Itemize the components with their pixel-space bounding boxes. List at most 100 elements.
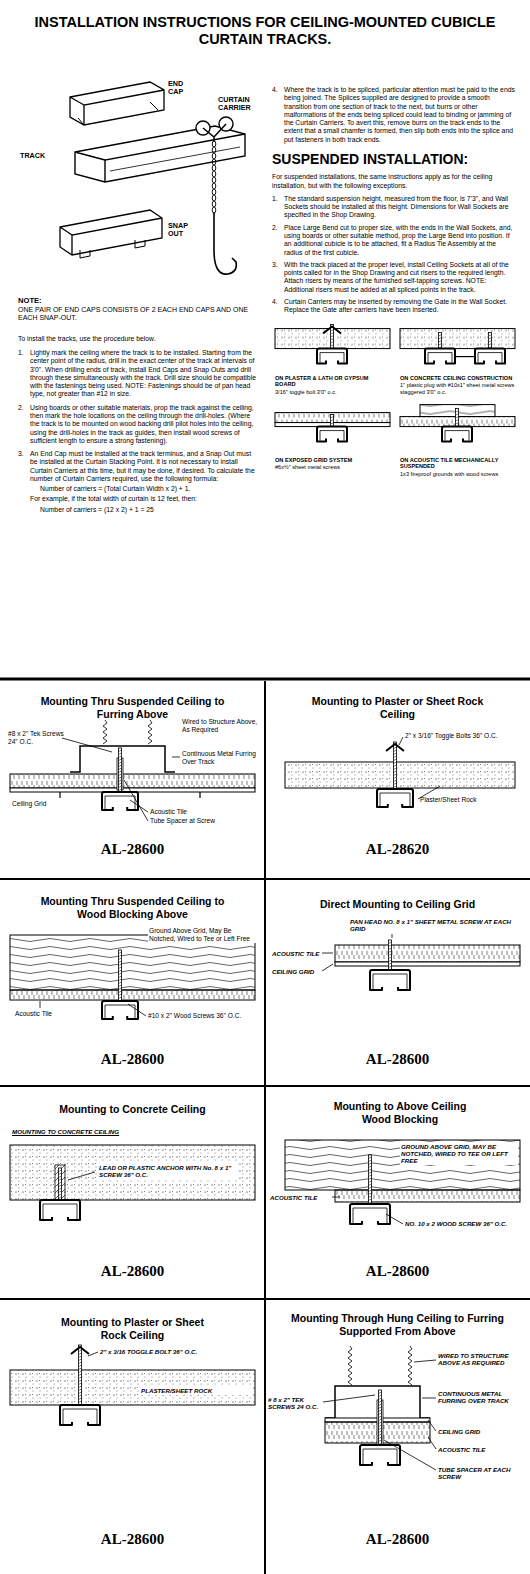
- part-number: AL-28600: [0, 1530, 265, 1548]
- instruction-text: Where the track is to be spliced, partic…: [284, 86, 516, 144]
- screw-thread: [394, 750, 397, 752]
- screw-thread: [331, 330, 334, 332]
- screw-thread: [394, 786, 397, 788]
- callout-label: MOUNTING TO CONCRETE CEILING: [12, 1128, 212, 1135]
- end-cap: [70, 82, 164, 125]
- panel-divider: [0, 1298, 530, 1300]
- callout-label: ACOUSTIC TILE: [272, 950, 332, 957]
- callout-label: Tube Spacer at Screw: [150, 817, 250, 825]
- screw-thread: [79, 1386, 82, 1388]
- track-profile: [425, 349, 455, 364]
- callout-label: 2" x 3/16 TOGGLE BOLT 36" O.C.: [100, 1348, 250, 1355]
- screw-thread: [394, 777, 397, 779]
- screw-thread: [119, 958, 122, 960]
- screw-thread: [394, 780, 397, 782]
- mounting-figures: [275, 325, 515, 442]
- concrete-ceiling: [400, 329, 515, 349]
- track-profile: [40, 1200, 80, 1220]
- callout-label: TUBE SPACER AT EACH SCREW: [438, 1466, 522, 1480]
- screw-thread: [119, 768, 122, 770]
- instruction-text: 4.: [272, 86, 284, 94]
- concrete-ceiling: [10, 1145, 255, 1200]
- panel-title: Mounting Through Hung Ceiling to Furring…: [285, 1312, 510, 1337]
- carrier-chain: [212, 159, 216, 165]
- snap-out-tab: [80, 240, 145, 258]
- part-number: AL-28600: [0, 840, 265, 858]
- leader-line: [428, 1437, 436, 1449]
- callout-label: # 8 x 2" TEK SCREWS 24 O.C.: [268, 1396, 323, 1410]
- screw-thread: [331, 342, 334, 344]
- callout-label: 2" x 3/16" Toggle Bolts 36" O.C.: [405, 732, 505, 740]
- screw-thread: [379, 1425, 382, 1427]
- carrier-stem: [203, 124, 226, 142]
- note-text: ONE PAIR OF END CAPS CONSISTS OF 2 EACH …: [18, 306, 258, 323]
- part-label: END CAP: [168, 80, 200, 96]
- screw-thread: [389, 957, 392, 959]
- figure-caption: ON ACOUSTIC TILE MECHANICALLY SUSPENDED: [400, 457, 515, 470]
- screw-thread: [59, 1194, 62, 1196]
- instruction-text: 1.: [18, 349, 30, 357]
- carrier-chain: [212, 153, 216, 159]
- part-number: AL-28600: [0, 1050, 265, 1068]
- screw-thread: [369, 1175, 372, 1177]
- track-slot: [110, 147, 240, 171]
- track-profile: [442, 427, 472, 442]
- part-number: AL-28600: [0, 1262, 265, 1280]
- carrier-chain: [212, 165, 216, 171]
- callout-label: LEAD OR PLASTIC ANCHOR WITH No. 8 x 1" S…: [98, 1163, 238, 1179]
- carrier-chain: [212, 177, 216, 183]
- instruction-text: Lightly mark the ceiling where the track…: [30, 349, 260, 399]
- callout-label: #10 x 2" Wood Screws 36" O.C.: [148, 1012, 258, 1020]
- instruction-text: 2.: [18, 404, 30, 412]
- track-run: [455, 356, 475, 357]
- screw-thread: [489, 344, 492, 346]
- callout-label: ACOUSTIC TILE: [270, 1194, 332, 1201]
- callout-label: Ground Above Grid, May Be Notched, Wired…: [148, 926, 258, 943]
- figure-note: 3/16" toggle bolt 3'0" o.c.: [275, 389, 390, 396]
- track-profile: [317, 349, 347, 364]
- screw-thread: [119, 783, 122, 785]
- carrier-chain: [212, 147, 216, 153]
- section-heading: SUSPENDED INSTALLATION:: [272, 152, 517, 167]
- leader-line: [68, 1172, 95, 1180]
- screw-thread: [79, 1374, 82, 1376]
- wood-blocking: [10, 935, 255, 990]
- callout-label: GROUND ABOVE GRID, MAY BE NOTCHED, WIRED…: [400, 1142, 518, 1165]
- screw-thread: [389, 954, 392, 956]
- toggle-wing: [71, 1347, 89, 1354]
- screw-thread: [369, 1193, 372, 1195]
- screw-thread: [119, 982, 122, 984]
- track-profile-inner: [373, 974, 407, 989]
- leader-line: [392, 934, 393, 938]
- panel-title: Mounting to Plaster or Sheet Rock Ceilin…: [50, 1316, 215, 1341]
- hanger-wire: [148, 720, 152, 744]
- panel-divider: [0, 1085, 530, 1087]
- screw-thread: [369, 1187, 372, 1189]
- screw-thread: [369, 1199, 372, 1201]
- part-label: CURTAIN CARRIER: [218, 96, 263, 112]
- screw-thread: [59, 1176, 62, 1178]
- screw-thread: [119, 753, 122, 755]
- screw-thread: [379, 1440, 382, 1442]
- screw-thread: [119, 756, 122, 758]
- callout-label: Plaster/Sheet Rock: [420, 796, 515, 804]
- screw-thread: [79, 1380, 82, 1382]
- callout-label: WIRED TO STRUCTURE ABOVE AS REQUIRED: [438, 1352, 522, 1366]
- carrier-chain: [212, 195, 216, 201]
- screw-thread: [79, 1356, 82, 1358]
- drawings: [0, 82, 530, 1574]
- screw-thread: [379, 1407, 382, 1409]
- screw-thread: [379, 1404, 382, 1406]
- track-profile: [377, 789, 413, 807]
- screw-thread: [119, 985, 122, 987]
- screw-thread: [394, 759, 397, 761]
- callout-label: Wired to Structure Above, As Required: [182, 718, 262, 733]
- screw-thread: [59, 1185, 62, 1187]
- instruction-text: To install the tracks, use the procedure…: [18, 335, 263, 343]
- leader-line: [128, 1004, 146, 1016]
- carrier-chain: [212, 141, 216, 147]
- screw-thread: [59, 1191, 62, 1193]
- instruction-text: 3.: [272, 261, 284, 269]
- instruction-text: Place Large Bend cut to proper size, wit…: [284, 224, 516, 257]
- track-profile-inner: [428, 353, 452, 363]
